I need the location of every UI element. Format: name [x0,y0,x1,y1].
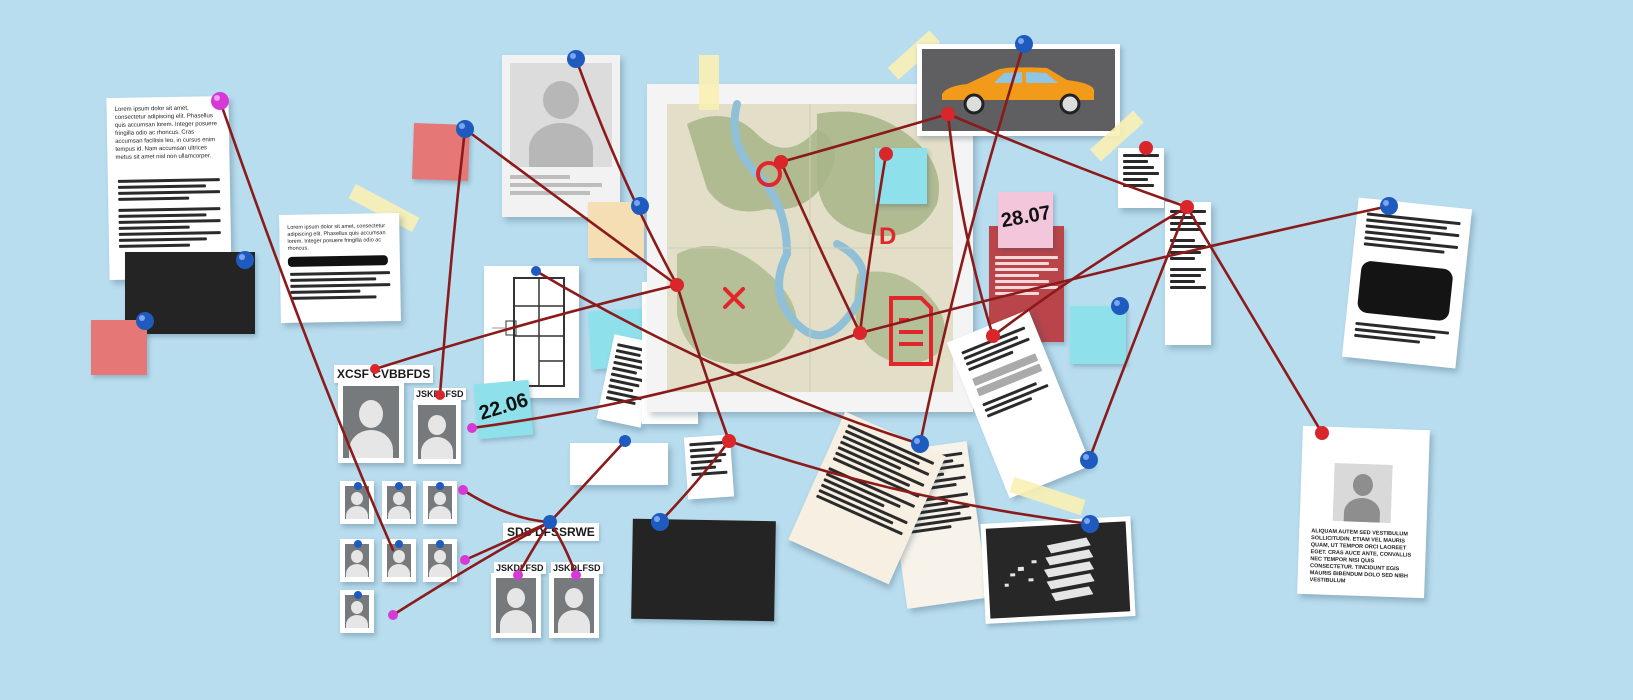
small-photo [382,539,416,582]
receipt-top-right [1118,148,1164,208]
map-letter-mark: D [879,223,896,250]
right-document [1341,197,1473,369]
redacted-bar [287,255,388,267]
wanted-silhouette-body [1343,497,1381,523]
string [461,488,552,524]
tape-map [699,55,719,110]
small-photo [423,481,457,524]
tire-track-icon [1004,537,1095,602]
redacted-block [1356,260,1454,322]
floor-plan [484,266,579,398]
suspect-photo-2 [413,400,461,464]
beige-sticky-note [588,202,644,258]
wanted-sheet-text: ALIQUAM AUTEM SED VESTIBULUM SOLLICITUDI… [1309,528,1412,585]
pin-magenta [388,610,398,620]
group-photo-left [491,573,541,638]
receipt-right [1165,202,1211,345]
suspect-photo-1 [338,381,404,463]
group-label: SDS DFSSRWE [503,523,599,541]
small-photo [340,590,374,633]
red-sticky-note-left [91,320,147,375]
black-card-bottom [631,518,776,622]
red-sticky-note-top [412,123,470,181]
sticky-date-28-07: 28.07 [999,201,1053,233]
receipt-bottom [683,434,735,500]
small-photo [423,539,457,582]
small-photo [382,481,416,524]
torn-note-text: Lorem ipsum dolor sit amet, consectetur … [287,223,386,252]
profile-sheet [502,55,620,217]
pink-sticky-note: 28.07 [998,192,1053,248]
profile-silhouette-head [543,81,579,119]
profile-silhouette-body [529,123,593,167]
group-photo-right [549,573,599,638]
small-photo [340,481,374,524]
car-icon [942,67,1094,115]
floor-plan-drawing [492,277,565,387]
wanted-sheet: ALIQUAM AUTEM SED VESTIBULUM SOLLICITUDI… [1297,425,1430,599]
suspect-label-2: JSKDLFSD [414,388,466,400]
cyan-sticky-note-top [875,148,927,204]
pin-magenta [460,555,470,565]
blank-card [570,443,668,485]
left-document-text: Lorem ipsum dolor sit amet, consectetur … [114,105,218,161]
tire-track-photo [980,516,1136,624]
torn-note: Lorem ipsum dolor sit amet, consectetur … [279,212,401,324]
car-photo [917,44,1120,136]
cyan-sticky-note-right [1070,306,1126,364]
pin-magenta [467,423,477,433]
sticky-date-22-06: 22.06 [476,389,531,425]
small-photo [340,539,374,582]
wanted-silhouette-head [1352,473,1374,497]
pin-magenta [458,485,468,495]
cyan-sticky-note-date: 22.06 [473,379,534,440]
